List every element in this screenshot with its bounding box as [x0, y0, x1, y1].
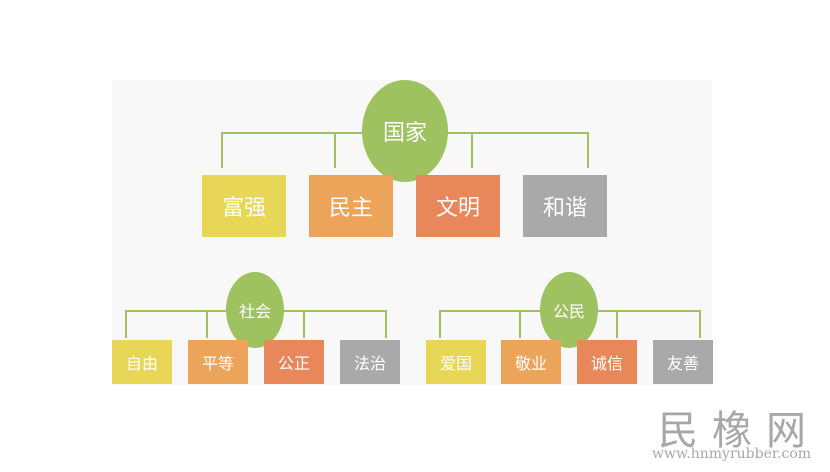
watermark-url: www.hnmyrubber.com — [652, 446, 812, 462]
node-citizen: 公民 — [540, 272, 598, 348]
value-box-dedication: 敬业 — [501, 340, 561, 384]
value-box-integrity: 诚信 — [577, 340, 637, 384]
value-box-patriotism: 爱国 — [426, 340, 486, 384]
value-box-democracy: 民主 — [309, 175, 393, 237]
value-box-civility: 文明 — [416, 175, 500, 237]
watermark-name: 民橡网 — [658, 408, 820, 454]
value-box-prosperity: 富强 — [202, 175, 286, 237]
value-box-justice: 公正 — [264, 340, 324, 384]
node-country: 国家 — [362, 80, 448, 182]
value-box-freedom: 自由 — [112, 340, 172, 384]
value-box-equality: 平等 — [188, 340, 248, 384]
node-society: 社会 — [226, 272, 284, 348]
value-box-harmony: 和谐 — [523, 175, 607, 237]
value-box-friendliness: 友善 — [653, 340, 713, 384]
value-box-rule-of-law: 法治 — [340, 340, 400, 384]
